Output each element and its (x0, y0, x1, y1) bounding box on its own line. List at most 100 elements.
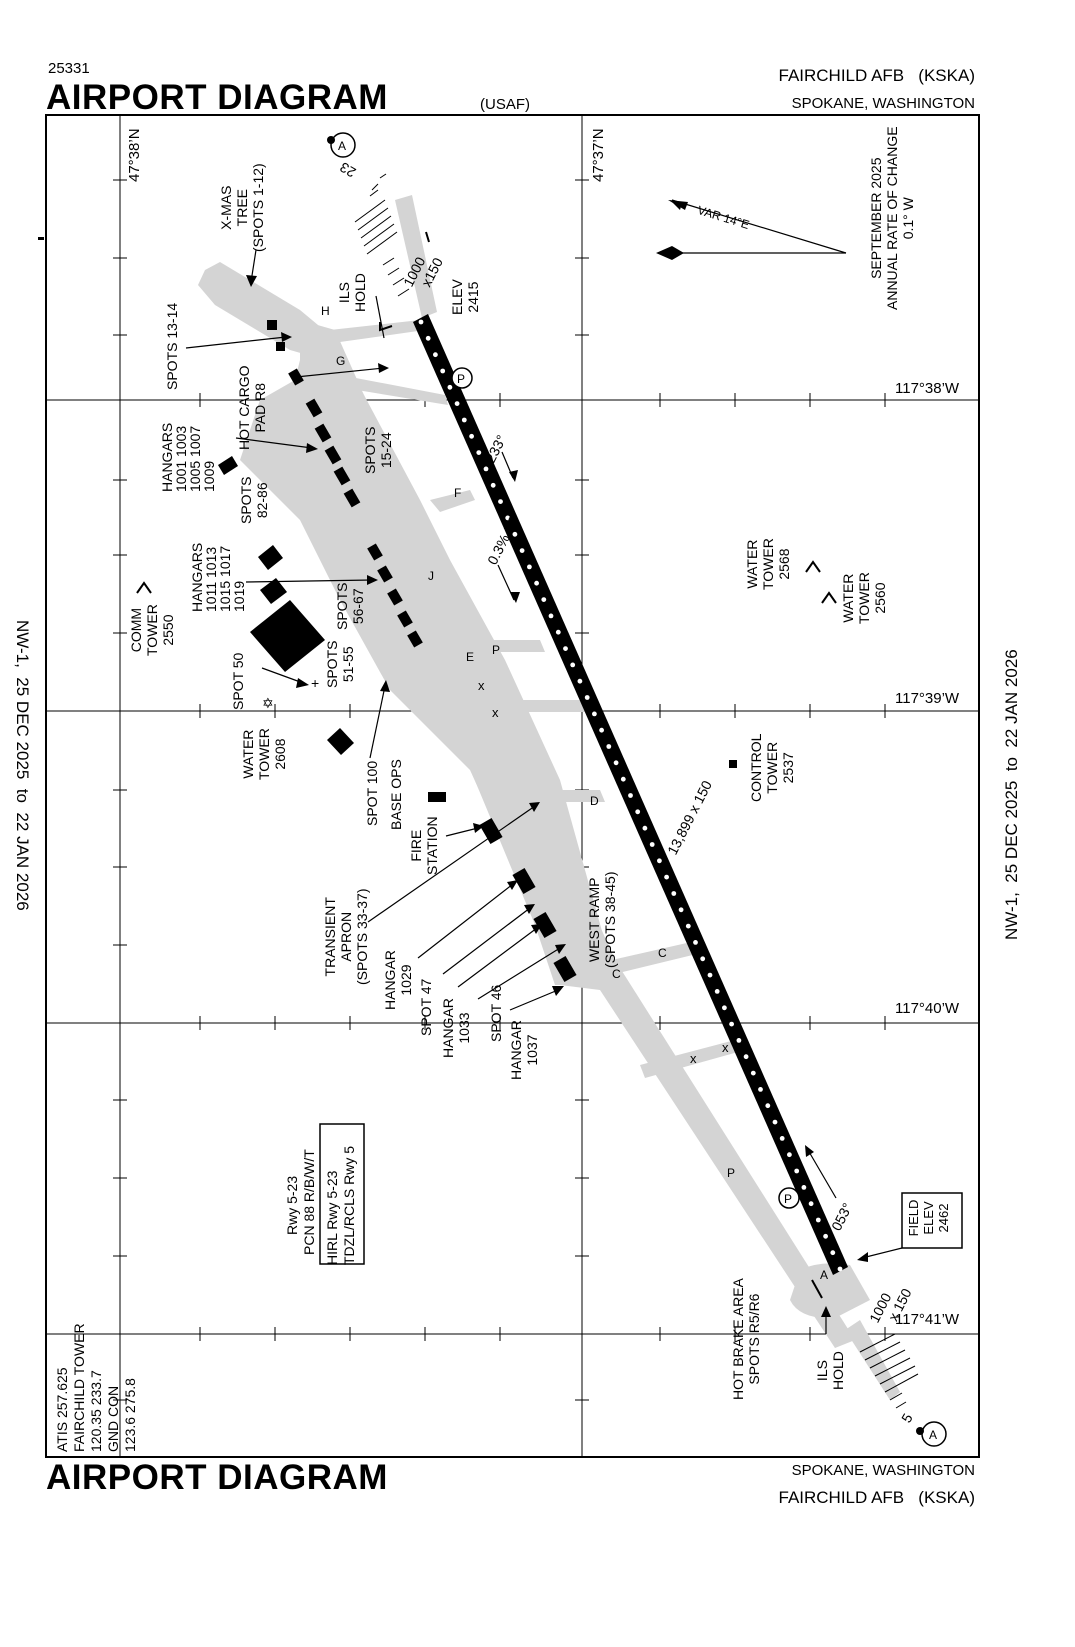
spot-46: SPOT 46 (488, 984, 504, 1042)
leader-lines (185, 199, 903, 1334)
agency-label: (USAF) (480, 96, 530, 113)
taxiway-d: D (590, 794, 599, 808)
page-title: AIRPORT DIAGRAM (46, 78, 388, 117)
runway-light (512, 531, 518, 537)
comm-frequencies: ATIS 257.625 FAIRCHILD TOWER 120.35 233.… (54, 1323, 138, 1452)
parking-marker-23 (451, 367, 473, 389)
footer-title: AIRPORT DIAGRAM (46, 1458, 388, 1497)
svg-text:+: + (311, 675, 319, 691)
runway-light (635, 809, 641, 815)
airport-name: FAIRCHILD AFB (KSKA) (778, 66, 976, 85)
taxiway-c1: C (612, 967, 621, 981)
taxiway-a: A (820, 1268, 829, 1282)
runway-light (599, 727, 604, 733)
approach-lights-23 (354, 173, 410, 297)
runway-light (577, 678, 583, 684)
runway-light (758, 1087, 763, 1092)
latlon-grid (46, 115, 979, 1457)
runway-light (794, 1168, 800, 1174)
parking-marker-5 (778, 1187, 800, 1209)
spot-50: SPOT 50 (230, 652, 246, 710)
diagram-frame (45, 114, 980, 1458)
effective-dates-right: NW-1, 25 DEC 2025 to 22 JAN 2026 (1002, 649, 1021, 940)
runway-light (787, 1152, 792, 1158)
runway-light (664, 874, 669, 880)
runway-end-5: 5 (898, 1410, 916, 1426)
taxiway-h: H (321, 304, 330, 318)
runway-light (541, 597, 547, 602)
parking-p-5: P (784, 1192, 792, 1206)
buildings (38, 237, 737, 983)
chart-number: 25331 (48, 60, 90, 77)
runway-light (454, 401, 460, 406)
taxiway-e: E (466, 650, 475, 664)
west-ramp: WEST RAMP(SPOTS 38-45) (586, 871, 618, 968)
lon-label-2: 117°39’W (895, 690, 960, 707)
runway-light (671, 891, 677, 896)
runway-light (505, 515, 511, 521)
taxiway-j: J (428, 569, 434, 583)
svg-text:x: x (478, 678, 485, 693)
heading-053: 053° (828, 1200, 856, 1234)
runway-light (649, 842, 655, 847)
runway-light (729, 1021, 734, 1027)
field-elev-box (901, 1192, 963, 1249)
runway-light (483, 466, 489, 472)
obstacles (136, 560, 837, 604)
runway-light (570, 662, 576, 668)
runway-light (801, 1185, 807, 1190)
lon-label-3: 117°40’W (895, 1000, 960, 1017)
mag-var-info: SEPTEMBER 2025 ANNUAL RATE OF CHANGE 0.1… (868, 126, 916, 310)
spot-50-star: ✡ (262, 695, 274, 711)
runway-light (433, 352, 438, 358)
svg-text:x: x (492, 705, 499, 720)
runway-light (527, 564, 532, 570)
svg-text:A: A (929, 1428, 937, 1442)
taxiway-p2: P (727, 1166, 736, 1180)
runway-light (722, 1005, 727, 1011)
runway-light (563, 646, 568, 651)
svg-text:x: x (722, 1040, 729, 1055)
arrow-heads (246, 200, 868, 1317)
runway-light (657, 858, 662, 864)
taxiway-p1: P (492, 643, 501, 657)
spots-13-14: SPOTS 13-14 (164, 302, 180, 390)
runway-light (772, 1119, 778, 1125)
hold-marks (379, 231, 823, 1299)
runway-5-23 (413, 314, 848, 1275)
runway-light (498, 499, 503, 504)
runway-light (808, 1201, 814, 1207)
runway-light (736, 1038, 742, 1043)
runway-light (678, 907, 684, 913)
runway-light (693, 940, 698, 945)
pavement (198, 195, 900, 1400)
runway-light (425, 335, 431, 341)
runway-light (743, 1054, 749, 1060)
parking-p-23: P (457, 372, 465, 386)
footer-location: SPOKANE, WASHINGTON (791, 1462, 975, 1479)
runway-light (606, 744, 612, 749)
runway-info: Rwy 5-23 PCN 88 R/B/W/T HIRL Rwy 5-23 TD… (284, 1145, 357, 1265)
approach-marker-23 (330, 132, 356, 158)
runway-light (592, 711, 597, 717)
runway-markers (330, 132, 947, 1447)
runway-slope: 0.3% UP (484, 510, 524, 568)
runway-light (584, 695, 590, 700)
lon-label-4: 117°41’W (895, 1311, 960, 1328)
runway-light (519, 548, 525, 553)
airport-location: SPOKANE, WASHINGTON (791, 95, 975, 112)
svg-text:x: x (690, 1051, 697, 1066)
